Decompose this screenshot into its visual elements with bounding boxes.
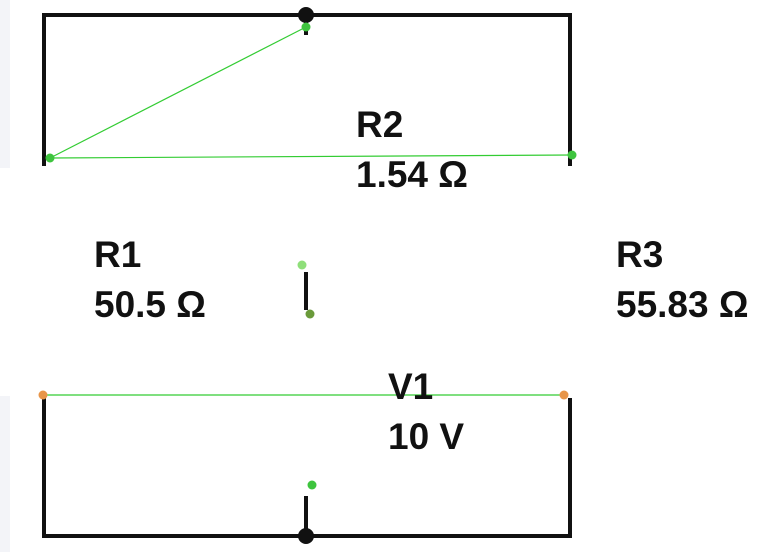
terminal-node-v1[interactable]	[307, 480, 317, 490]
terminal-node-r1-top[interactable]	[45, 153, 55, 163]
probe-lines	[43, 26, 573, 396]
terminal-node-r3-top[interactable]	[567, 150, 577, 160]
component-name: R3	[616, 234, 664, 275]
voltage-source-v1-label: V1 10 V	[388, 362, 464, 462]
component-value: 55.83 Ω	[616, 284, 749, 325]
terminal-node-r2-top[interactable]	[301, 22, 311, 32]
left-margin-strip	[0, 396, 10, 552]
probe-line-diagonal	[49, 26, 307, 159]
resistor-r2-label: R2 1.54 Ω	[356, 100, 468, 200]
component-name: R1	[94, 234, 142, 275]
component-value: 50.5 Ω	[94, 284, 206, 325]
terminal-node-r3-bottom[interactable]	[559, 390, 569, 400]
component-name: R2	[356, 104, 404, 145]
component-value: 1.54 Ω	[356, 154, 468, 195]
component-name: V1	[388, 366, 434, 407]
component-value: 10 V	[388, 416, 465, 457]
resistor-r3-label: R3 55.83 Ω	[616, 230, 749, 330]
left-margin-strip	[0, 0, 10, 168]
resistor-r1-label: R1 50.5 Ω	[94, 230, 206, 330]
terminal-node-r1-bottom[interactable]	[38, 390, 48, 400]
terminal-node-middle-bottom[interactable]	[305, 309, 315, 319]
junction-node-bottom[interactable]	[298, 528, 314, 544]
terminal-node-middle-top[interactable]	[297, 260, 307, 270]
junction-node-top[interactable]	[298, 7, 314, 23]
probe-line-top-horizontal	[49, 154, 573, 159]
